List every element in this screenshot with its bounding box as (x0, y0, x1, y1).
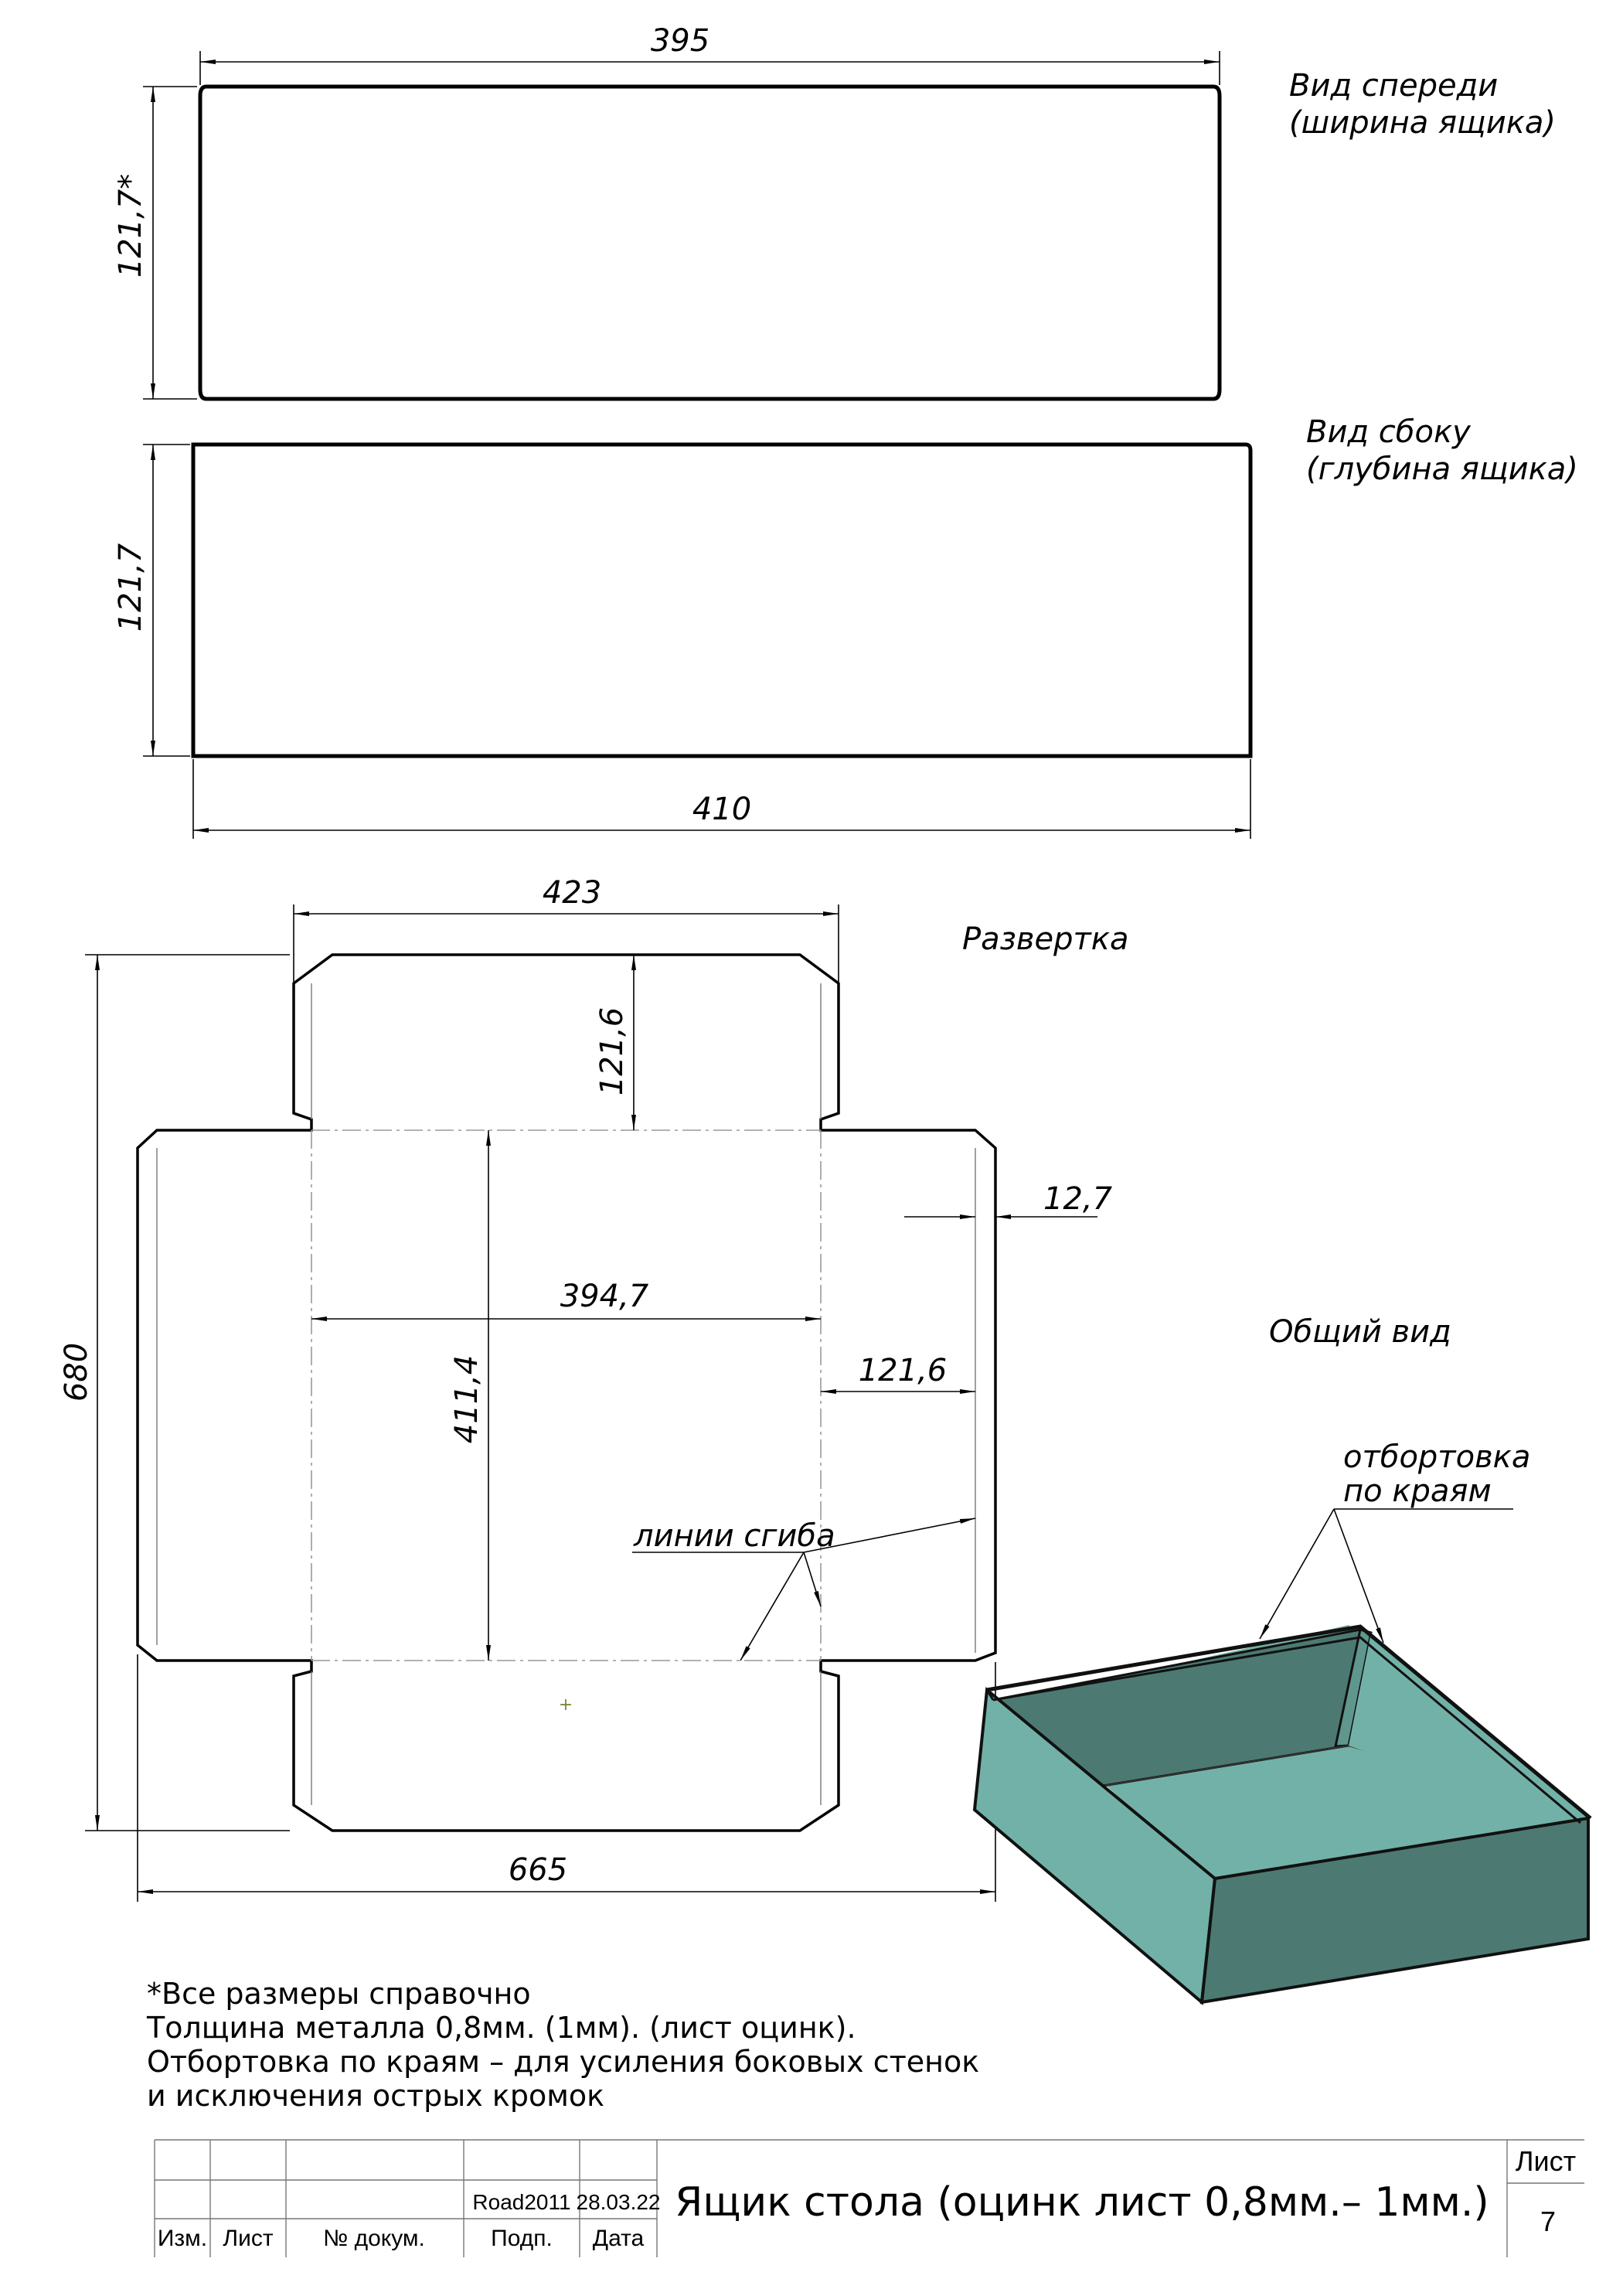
tb-date: 28.03.22 (577, 2190, 661, 2214)
iso-rim-corner (985, 1689, 995, 1701)
tb-col-izm: Изм. (158, 2226, 207, 2251)
dim-total-height: 680 (59, 1343, 94, 1402)
iso-hem-label-2: по краям (1343, 1473, 1492, 1509)
dim-hem: 12,7 (1043, 1181, 1113, 1217)
front-view-title: Вид спереди (1289, 68, 1498, 104)
note-line-3: Отбортовка по краям – для усиления боков… (147, 2045, 979, 2079)
iso-hem-label-1: отбортовка (1343, 1439, 1530, 1475)
fold-leader-1 (740, 1552, 805, 1661)
tb-col-list: Лист (223, 2226, 273, 2251)
iso-view: Общий вид отбортовка по краям (972, 1314, 1592, 2005)
tb-sheet-number: 7 (1540, 2206, 1556, 2237)
dim-flap-height: 121,6 (594, 1007, 630, 1096)
tb-col-doc: № докум. (323, 2226, 425, 2251)
side-height-dim: 121,7 (113, 543, 148, 632)
iso-outer-front-wall (1199, 1816, 1590, 2005)
tb-author: Road2011 (472, 2190, 570, 2214)
front-view: 395 121,7* Вид спереди (ширина ящика) (113, 23, 1556, 401)
tb-title: Ящик стола (оцинк лист 0,8мм.– 1мм.) (675, 2179, 1489, 2226)
iso-hem-leader-2 (1333, 1508, 1384, 1644)
iso-title: Общий вид (1269, 1314, 1451, 1350)
tb-col-date: Дата (593, 2226, 645, 2251)
note-line-1: *Все размеры справочно (147, 1977, 531, 2011)
side-view-subtitle: (глубина ящика) (1306, 451, 1578, 487)
note-line-4: и исключения острых кромок (147, 2079, 604, 2113)
dim-top-width: 423 (543, 875, 601, 911)
dim-side-flap: 121,6 (859, 1353, 948, 1388)
iso-rim-inner (992, 1636, 1581, 1824)
center-mark-icon: + (559, 1695, 573, 1715)
title-block: Road2011 28.03.22 Изм. Лист № докум. Под… (154, 2139, 1584, 2257)
iso-rim-back (986, 1624, 1592, 1820)
front-height-dim: 121,7* (113, 174, 148, 278)
unfold-outline (136, 953, 997, 1832)
side-view: 121,7 410 Вид сбоку (глубина ящика) (113, 414, 1578, 839)
side-width-dim: 410 (692, 792, 751, 827)
iso-hem-leader-1 (1259, 1508, 1335, 1640)
side-view-title: Вид сбоку (1306, 414, 1472, 450)
front-view-subtitle: (ширина ящика) (1289, 105, 1556, 141)
front-view-outline (198, 84, 1222, 401)
dim-total-width: 665 (509, 1852, 567, 1888)
unfold-view: Развертка + 423 121,6 12,7 394,7 411,4 (59, 875, 1128, 1902)
side-view-outline (191, 442, 1253, 758)
dim-inner-width: 394,7 (560, 1279, 649, 1314)
front-width-dim: 395 (651, 23, 709, 59)
notes: *Все размеры справочно Толщина металла 0… (146, 1977, 979, 2113)
fold-leader-2 (803, 1552, 822, 1607)
fold-lines-label: линии сгиба (633, 1518, 835, 1554)
unfold-title: Развертка (962, 921, 1128, 957)
note-line-2: Толщина металла 0,8мм. (1мм). (лист оцин… (146, 2011, 856, 2045)
dim-inner-height: 411,4 (449, 1355, 485, 1444)
fold-leader-3 (803, 1518, 976, 1553)
tb-sheet-label: Лист (1516, 2145, 1576, 2177)
tb-col-sign: Подп. (491, 2226, 553, 2251)
